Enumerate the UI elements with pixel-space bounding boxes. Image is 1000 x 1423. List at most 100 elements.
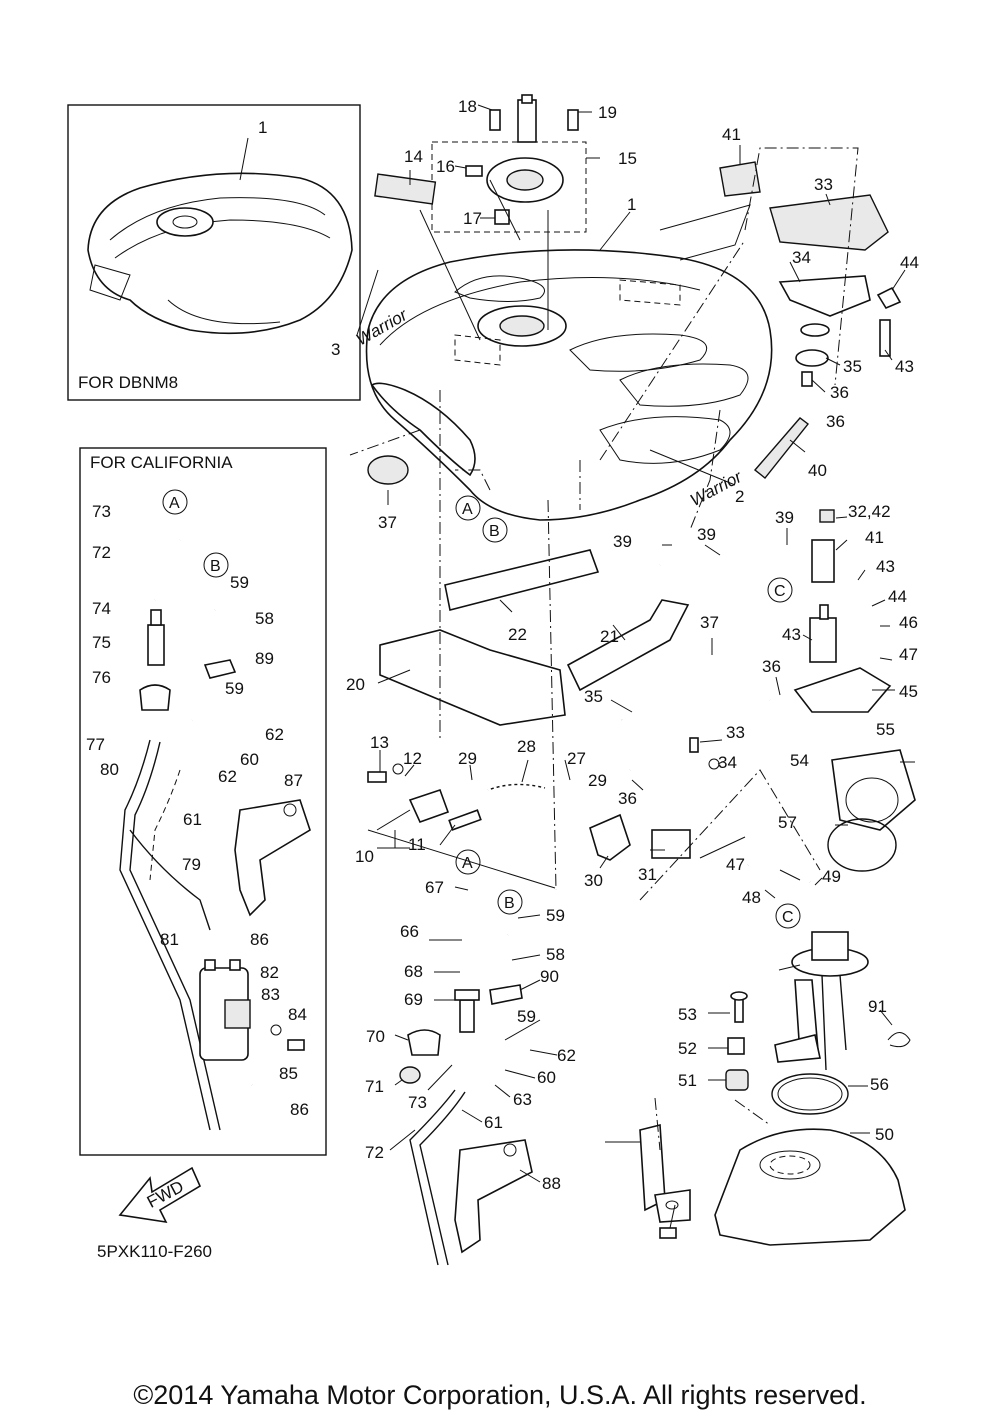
callout-label: 56	[870, 1075, 889, 1094]
callout-label: 76	[92, 668, 111, 687]
callout-label: 36	[830, 383, 849, 402]
decal-24	[719, 161, 761, 197]
callout-label: 39	[697, 525, 716, 544]
callout-label: 68	[404, 962, 423, 981]
callout-label: 20	[346, 675, 365, 694]
callout-label: 71	[365, 1077, 384, 1096]
callout-label: 60	[537, 1068, 556, 1087]
callout-label: 53	[678, 1005, 697, 1024]
callout-label: 45	[899, 682, 918, 701]
callout-label: 41	[722, 125, 741, 144]
svg-text:C: C	[782, 909, 794, 926]
callout-label: 1	[627, 195, 636, 214]
inset-dbnm8: 1 FOR DBNM8	[67, 104, 361, 401]
callout-label: 29	[458, 749, 477, 768]
callout-label: 62	[557, 1046, 576, 1065]
callout-label: 61	[183, 810, 202, 829]
tank-mount-bracket	[753, 194, 902, 479]
callout-label: 47	[899, 645, 918, 664]
callout-label: 62	[265, 725, 284, 744]
callout-label: 73	[408, 1093, 427, 1112]
callout-label: 59	[230, 573, 249, 592]
callout-label: 59	[546, 906, 565, 925]
callout-label: 28	[517, 737, 536, 756]
svg-text:A: A	[169, 495, 180, 512]
callout-label: 80	[100, 760, 119, 779]
ref-circle-b: B	[203, 552, 229, 578]
callout-label: 35	[584, 687, 603, 706]
callout-label: 16	[436, 157, 455, 176]
pump-assembly	[725, 931, 911, 1115]
callout-label: 89	[255, 649, 274, 668]
callout-label: 11	[408, 835, 426, 854]
fuel-pump-parts	[367, 509, 916, 884]
callout-label: 44	[900, 253, 919, 272]
copyright-notice: ©2014 Yamaha Motor Corporation, U.S.A. A…	[133, 1380, 867, 1410]
fuel-cap-assembly	[431, 94, 587, 233]
callout-label: 74	[92, 599, 111, 618]
callout-label: 54	[790, 751, 809, 770]
inset-california: FOR CALIFORNIA A	[79, 447, 327, 1156]
callout-label: 3	[331, 340, 340, 359]
callout-label: 34	[792, 248, 811, 267]
callout-label: 12	[403, 749, 422, 768]
ref-circle-a: A	[455, 849, 481, 875]
svg-text:B: B	[210, 558, 221, 575]
callout-label: 88	[542, 1174, 561, 1193]
callout-label: 67	[425, 878, 444, 897]
callout-label: 35	[843, 357, 862, 376]
callout-label: 39	[613, 532, 632, 551]
base-plate	[639, 1123, 906, 1246]
callout-label: 84	[288, 1005, 307, 1024]
inset-dbnm8-label: FOR DBNM8	[78, 373, 178, 392]
svg-text:B: B	[504, 895, 515, 912]
callout-label: 63	[513, 1090, 532, 1109]
callout-label: 39	[775, 508, 794, 527]
leader-lines	[349, 104, 915, 1229]
callout-label: 18	[458, 97, 477, 116]
label-decal	[374, 173, 437, 205]
callout-label: 21	[600, 627, 619, 646]
callout-label: 60	[240, 750, 259, 769]
callout-label: 87	[284, 771, 303, 790]
callout-label: 31	[638, 865, 657, 884]
ref-circle-c: C	[775, 903, 801, 929]
callout-label: 36	[618, 789, 637, 808]
ref-circle-a: A	[455, 495, 481, 521]
callout-label: 61	[484, 1113, 503, 1132]
callout-label: 51	[678, 1071, 697, 1090]
callout-label: 27	[567, 749, 586, 768]
callout-label: 37	[700, 613, 719, 632]
callout-label: 48	[742, 888, 761, 907]
callout-label: 66	[400, 922, 419, 941]
callout-label: 29	[588, 771, 607, 790]
callout-label: 33	[814, 175, 833, 194]
callout-label: 36	[826, 412, 845, 431]
callout-label: 79	[182, 855, 201, 874]
ref-circle-b: B	[497, 889, 523, 915]
callout-label: 36	[762, 657, 781, 676]
callout-label: 47	[726, 855, 745, 874]
callout-label: 72	[365, 1143, 384, 1162]
callout-label: 34	[718, 753, 737, 772]
callout-label: 57	[778, 813, 797, 832]
callout-label: 14	[404, 147, 423, 166]
svg-text:A: A	[462, 855, 473, 872]
callout-label: 73	[92, 502, 111, 521]
callout-label: 91	[868, 997, 887, 1016]
callout-label: 49	[822, 867, 841, 886]
fwd-arrow: FWD	[118, 1166, 202, 1224]
tank-pads	[367, 455, 690, 726]
callout-label: 2	[735, 487, 744, 506]
callout-label: 17	[463, 209, 482, 228]
callout-label: 40	[808, 461, 827, 480]
callout-label: 50	[875, 1125, 894, 1144]
callout-label: 72	[92, 543, 111, 562]
svg-text:B: B	[489, 523, 500, 540]
ref-circle-a: A	[162, 489, 188, 515]
callout-label: 1	[258, 118, 267, 137]
leader-line	[239, 137, 249, 181]
callout-label: 19	[598, 103, 617, 122]
callout-label: 33	[726, 723, 745, 742]
